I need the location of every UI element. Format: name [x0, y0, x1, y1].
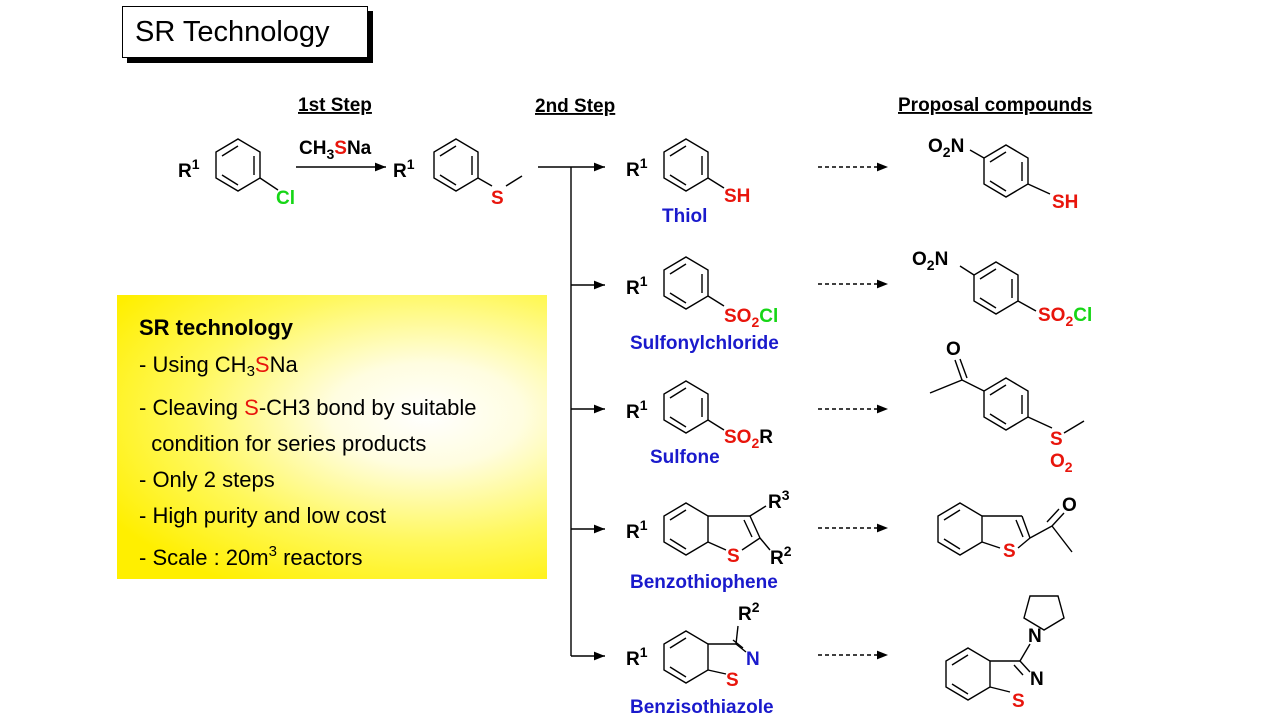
panel-line-steps: - Only 2 steps: [139, 467, 275, 492]
start-r-label: R1: [178, 156, 200, 182]
reagent-label: CH3SNa: [299, 138, 372, 162]
header-1st-step: 1st Step: [298, 95, 372, 116]
benzisothiazole-r1-label: R1: [626, 644, 648, 670]
panel-line-using: - Using CH3SNa: [139, 352, 298, 380]
intermediate-structure: [433, 138, 523, 192]
thiol-sh-label: SH: [724, 186, 750, 207]
proposal4-o-label: O: [1062, 495, 1077, 516]
product-name-benzisothiazole: Benzisothiazole: [630, 697, 774, 718]
thiol-structure: [663, 138, 725, 192]
sulfone-r-label: R1: [626, 397, 648, 423]
intermediate-r-label: R1: [393, 156, 415, 182]
proposal3-o2-label: O2: [1050, 451, 1073, 475]
sulfonylchloride-structure: [663, 256, 725, 310]
thiol-r-label: R1: [626, 155, 648, 181]
sulfonylchloride-r-label: R1: [626, 273, 648, 299]
proposal-pyrrolidinylbenzisothiazole: [945, 595, 1065, 701]
proposal-arrows: [818, 162, 888, 660]
panel-line-cleaving: - Cleaving S-CH3 bond by suitable: [139, 395, 477, 420]
title-box: SR Technology: [122, 6, 368, 58]
benzisothiazole-r2-label: R2: [738, 599, 760, 625]
proposal5-s-label: S: [1012, 691, 1025, 712]
proposal1-no2-label: O2N: [928, 136, 964, 160]
panel-title: SR technology: [139, 315, 294, 340]
header-2nd-step: 2nd Step: [535, 96, 615, 117]
benzisothiazole-s-label: S: [726, 670, 739, 691]
benzisothiazole-n-label: N: [746, 649, 760, 670]
proposal4-s-label: S: [1003, 541, 1016, 562]
proposal1-sh-label: SH: [1052, 192, 1078, 213]
proposal2-no2-label: O2N: [912, 249, 948, 273]
page-title: SR Technology: [135, 16, 330, 48]
start-cl-label: Cl: [276, 188, 295, 209]
benzisothiazole-structure: [663, 625, 747, 684]
info-panel: SR technology - Using CH3SNa - Cleaving …: [117, 295, 547, 579]
proposal5-n1-label: N: [1028, 626, 1042, 647]
proposal-nitrothiophenol: [969, 144, 1051, 198]
panel-line-purity: - High purity and low cost: [139, 503, 386, 528]
sulfonylchloride-group-label: SO2Cl: [724, 306, 778, 330]
benzothiophene-r2-label: R2: [770, 543, 792, 569]
proposal2-so2cl-label: SO2Cl: [1038, 305, 1092, 329]
benzothiophene-r1-label: R1: [626, 517, 648, 543]
starting-material: [215, 138, 279, 192]
panel-line-scale: - Scale : 20m3 reactors: [139, 543, 363, 570]
proposal5-n2-label: N: [1030, 669, 1044, 690]
product-name-benzothiophene: Benzothiophene: [630, 572, 778, 593]
intermediate-s-label: S: [491, 188, 504, 209]
product-name-sulfone: Sulfone: [650, 447, 720, 468]
product-name-sulfonylchloride: Sulfonylchloride: [630, 333, 779, 354]
benzothiophene-s-label: S: [727, 546, 740, 567]
proposal-acetylbenzothiophene: [937, 502, 1073, 556]
proposal-nitrobenzenesulfonylchloride: [959, 261, 1037, 315]
panel-line-condition: condition for series products: [139, 431, 427, 456]
product-name-thiol: Thiol: [662, 206, 707, 227]
sulfone-structure: [663, 380, 725, 434]
proposal-methylsulfonylacetophenone: [929, 358, 1085, 434]
proposal3-o-label: O: [946, 339, 961, 360]
branch-arrows: [538, 162, 605, 661]
header-proposal: Proposal compounds: [898, 95, 1092, 116]
benzothiophene-r3-label: R3: [768, 487, 790, 513]
benzothiophene-structure: [663, 502, 771, 556]
sulfone-group-label: SO2R: [724, 427, 773, 451]
proposal3-s-label: S: [1050, 429, 1063, 450]
